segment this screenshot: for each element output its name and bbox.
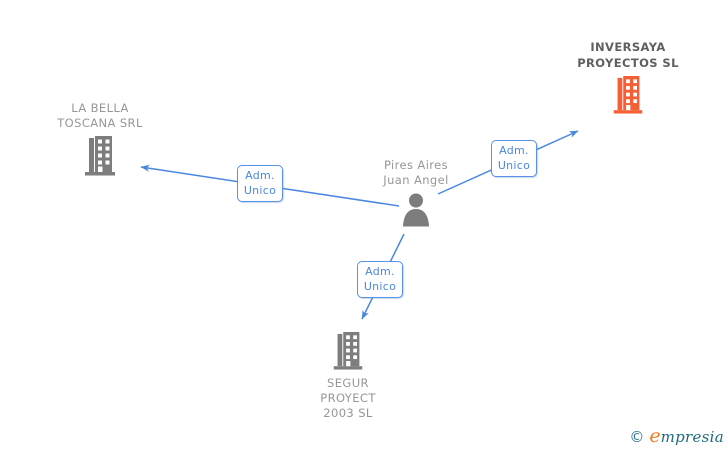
person-name: Pires Aires Juan Angel [383,158,449,187]
empresia-wordmark: empresia [649,425,724,447]
company-name: LA BELLA TOSCANA SRL [57,101,143,130]
empresia-logo[interactable]: © empresia [629,425,724,447]
company-name: SEGUR PROYECT 2003 SL [320,376,376,420]
node-company-segur-proyect[interactable]: SEGUR PROYECT 2003 SL [278,332,418,421]
building-icon [84,136,116,176]
node-company-inversaya-proyectos[interactable]: INVERSAYA PROYECTOS SL [558,39,698,114]
node-company-la-bella-toscana[interactable]: LA BELLA TOSCANA SRL [30,101,170,176]
node-person-pires-aires-juan-angel[interactable]: Pires Aires Juan Angel [346,158,486,227]
building-icon [332,332,364,370]
edge-label-adm-unico-right: Adm. Unico [491,140,537,177]
edge-label-adm-unico-bottom: Adm. Unico [357,261,403,298]
company-name: INVERSAYA PROYECTOS SL [577,40,679,70]
copyright-icon: © [629,428,645,446]
building-icon [611,76,645,114]
edge-label-adm-unico-left: Adm. Unico [237,165,283,202]
person-icon [400,193,432,227]
